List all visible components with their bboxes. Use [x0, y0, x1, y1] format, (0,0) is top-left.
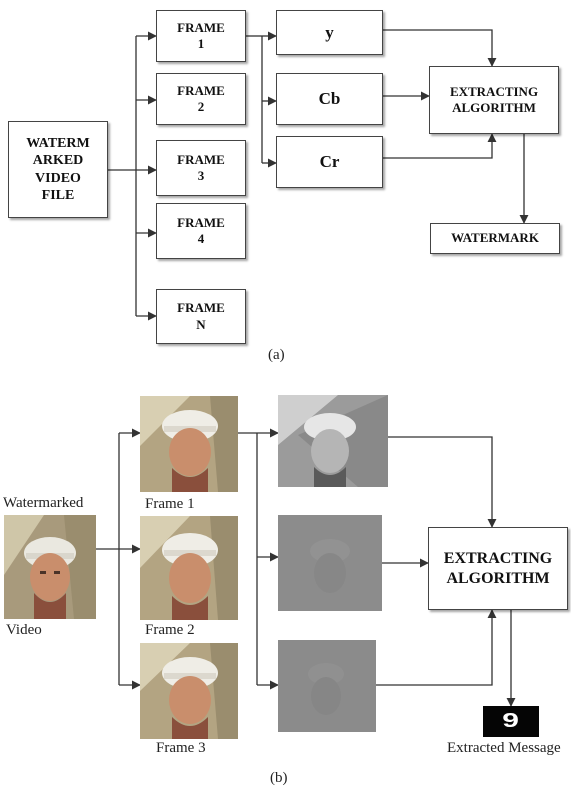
edge-y-to-algorithm — [383, 29, 497, 67]
man-photo-icon — [140, 516, 238, 620]
watermarked-video-label-top: Watermarked — [3, 495, 84, 511]
caption-a: (a) — [268, 347, 285, 363]
channel-box-y: y — [276, 10, 383, 55]
frame-thumbnail-3 — [140, 643, 238, 739]
channel-box-cb: Cb — [276, 73, 383, 125]
channel-label-y: y — [325, 22, 334, 42]
edge-component3-to-algorithm — [376, 609, 497, 686]
watermark-output-box: WATERMARK — [430, 223, 560, 254]
extracted-message-image: 9 — [483, 706, 539, 737]
grayscale-face-icon — [278, 395, 388, 487]
frame-box-label: FRAME 2 — [177, 82, 225, 114]
frame-box-label: FRAME 4 — [177, 214, 225, 246]
extracted-message-glyph: 9 — [502, 710, 520, 732]
frame-box-4: FRAME 4 — [156, 203, 246, 259]
frame-thumbnail-2 — [140, 516, 238, 620]
man-photo-icon — [4, 515, 96, 619]
algorithm-label-a: EXTRACTING ALGORITHM — [449, 83, 539, 115]
frame-box-2: FRAME 2 — [156, 73, 246, 125]
component-image-2 — [278, 515, 382, 611]
channel-box-cr: Cr — [276, 136, 383, 188]
component-image-3 — [278, 640, 376, 732]
source-video-label: WATERM ARKED VIDEO FILE — [26, 135, 90, 204]
frame-box-label: FRAME N — [177, 300, 225, 332]
frame-thumbnail-1 — [140, 396, 238, 492]
component-image-1 — [278, 395, 388, 487]
extracting-algorithm-box-a: EXTRACTING ALGORITHM — [429, 66, 559, 134]
source-video-box: WATERM ARKED VIDEO FILE — [8, 121, 108, 218]
channel-label-cb: Cb — [318, 89, 341, 109]
man-photo-icon — [140, 396, 238, 492]
watermark-output-label: WATERMARK — [451, 230, 539, 246]
frame-label-3: Frame 3 — [156, 740, 206, 756]
watermarked-video-label-bottom: Video — [6, 622, 42, 638]
extracted-message-label: Extracted Message — [447, 740, 561, 756]
frame-box-1: FRAME 1 — [156, 10, 246, 62]
algorithm-label-b: EXTRACTING ALGORITHM — [443, 549, 553, 587]
grayscale-face-icon — [278, 515, 382, 611]
man-photo-icon — [140, 643, 238, 739]
edge-cr-to-algorithm — [383, 133, 497, 159]
frame-label-2: Frame 2 — [145, 622, 195, 638]
extracting-algorithm-box-b: EXTRACTING ALGORITHM — [428, 527, 568, 610]
frame-box-label: FRAME 1 — [177, 19, 225, 51]
frame-box-3: FRAME 3 — [156, 140, 246, 196]
watermarked-video-thumbnail — [4, 515, 96, 619]
grayscale-face-icon — [278, 640, 376, 732]
frame-box-n: FRAME N — [156, 289, 246, 344]
frame-label-1: Frame 1 — [145, 496, 195, 512]
frame-box-label: FRAME 3 — [177, 151, 225, 183]
edge-component1-to-algorithm — [388, 436, 497, 528]
caption-b: (b) — [270, 770, 288, 786]
channel-label-cr: Cr — [319, 152, 340, 172]
